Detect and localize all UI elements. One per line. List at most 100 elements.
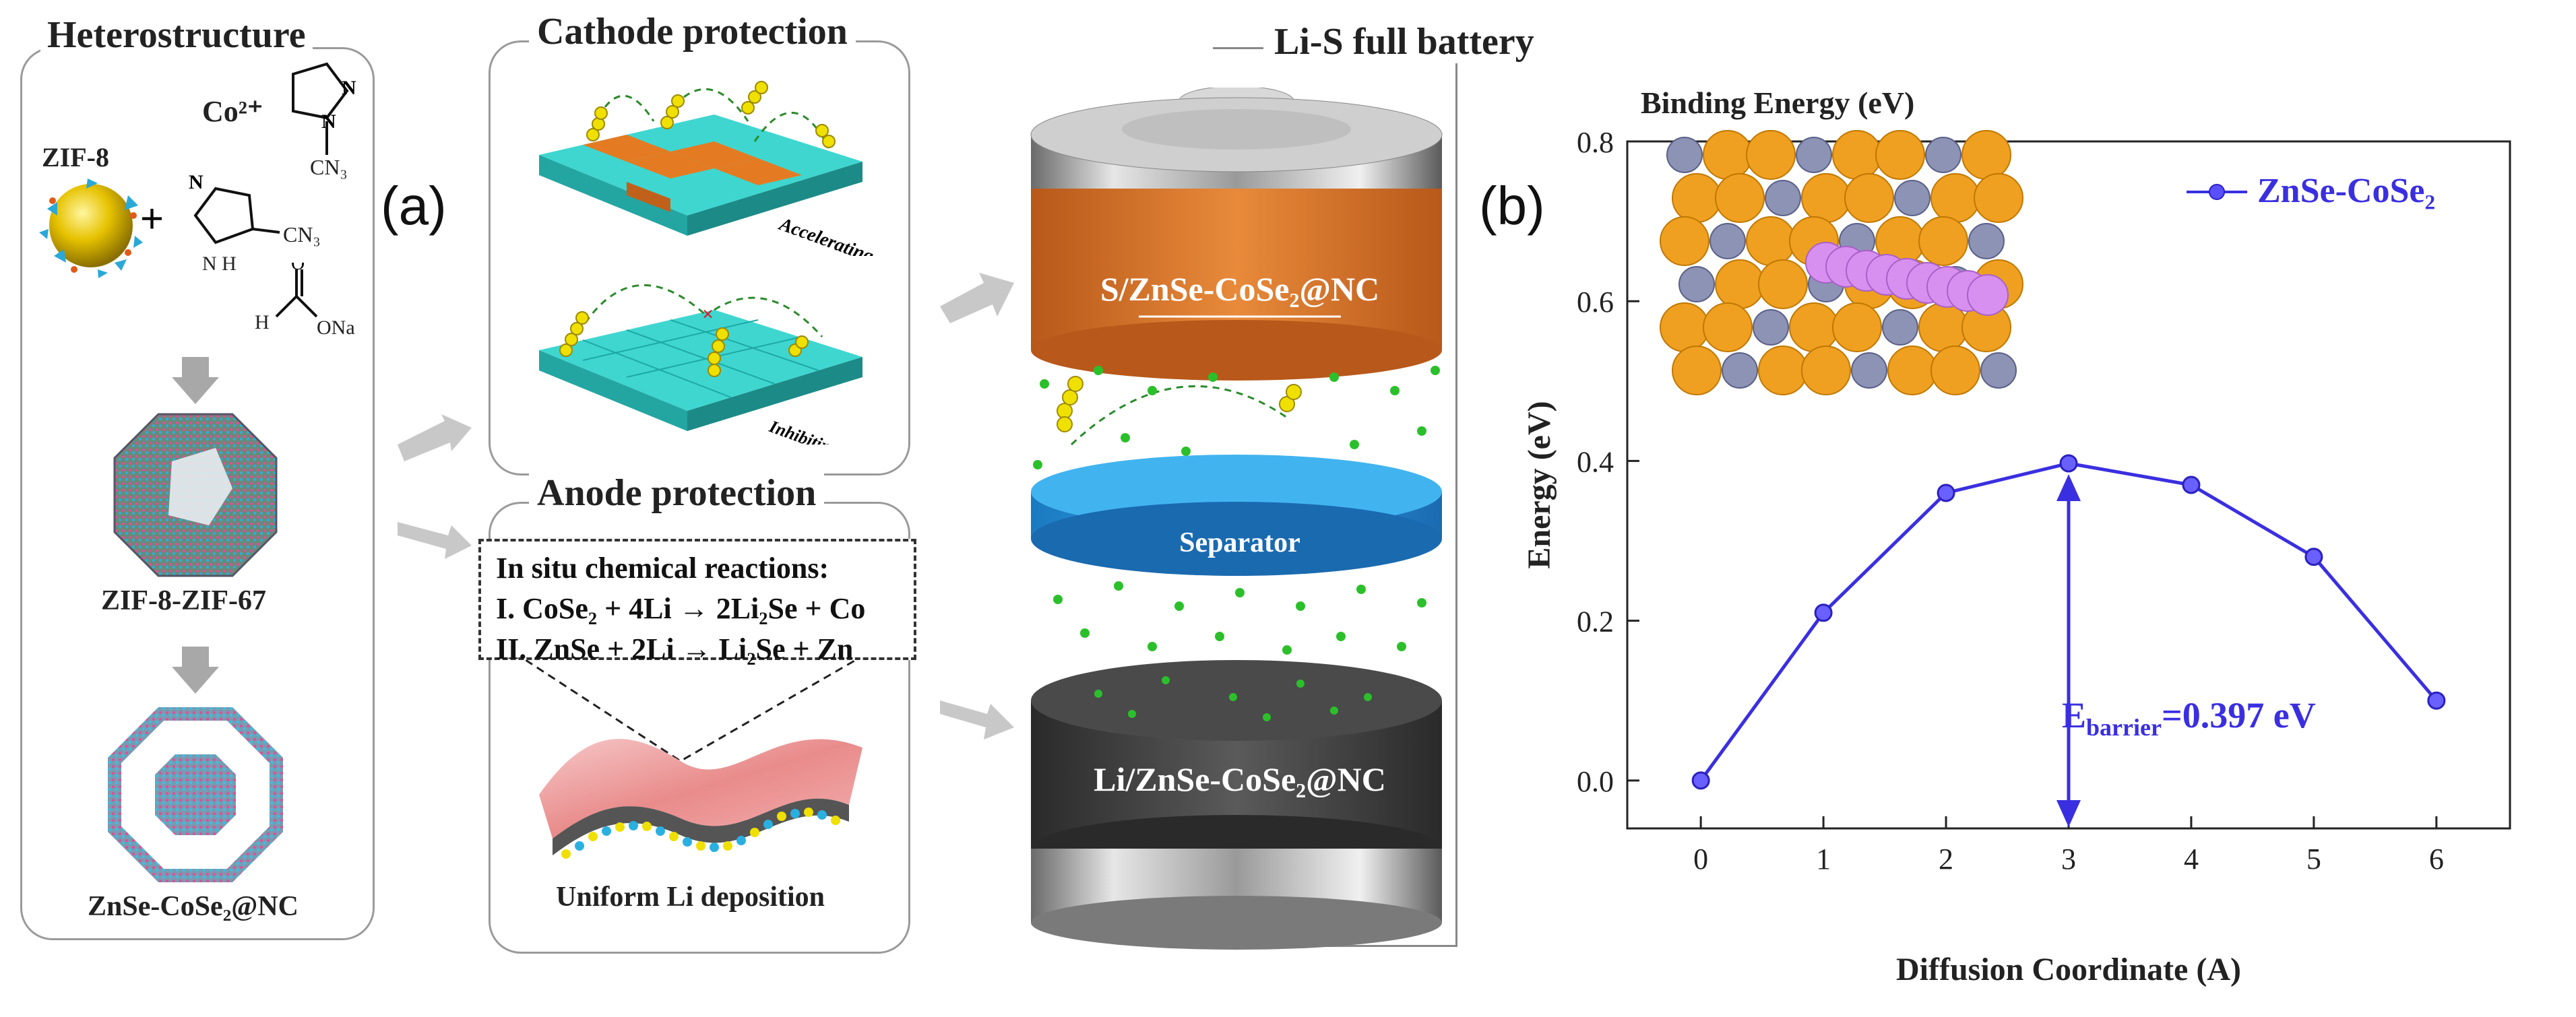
atom [1930, 346, 1980, 395]
atom [1875, 130, 1925, 180]
atom [1968, 223, 2005, 259]
atom [1678, 266, 1715, 302]
barrier-arrowhead-up [2056, 473, 2081, 501]
x-tick-label: 2 [1939, 843, 1953, 876]
x-axis-label: Diffusion Coordinate (A) [1896, 952, 2241, 987]
atom [1925, 137, 1961, 173]
inhibiting-catalyst-illustration: × Inhibiting [539, 284, 862, 445]
atom [1789, 302, 1839, 352]
atom [1660, 302, 1709, 352]
atom [1758, 346, 1808, 395]
svg-text:N: N [321, 110, 336, 133]
deposition-label: Uniform Li deposition [556, 882, 825, 913]
atom [1980, 352, 2017, 389]
arrow-right-icon [398, 414, 472, 461]
zif8-sphere-icon [39, 178, 143, 278]
arrow-right-icon [940, 700, 1014, 740]
atom [1844, 173, 1894, 223]
molecular-structure-inset [1660, 130, 2023, 395]
zif8-zif67-polyhedron-icon [113, 413, 278, 577]
atom [1746, 216, 1796, 266]
barrier-value: =0.397 eV [2162, 695, 2316, 735]
reactions-box: In situ chemical reactions: I. CoSe₂ + 4… [478, 539, 916, 665]
atom [1832, 302, 1882, 352]
li-atom [1967, 274, 2009, 316]
energy-barrier-chart: Binding Energy (eV) Energy (eV) Diffusio… [1521, 86, 2511, 987]
svg-text:N: N [189, 171, 203, 193]
data-point [2304, 548, 2323, 566]
x-tick-label: 4 [2184, 843, 2199, 876]
imidazole-top-icon: N N [292, 62, 356, 155]
reactions-title: In situ chemical reactions: [496, 552, 829, 585]
atom [1801, 346, 1851, 395]
reaction-2: II. ZnSe + 2Li → Li₂Se + Zn [496, 632, 854, 665]
chart-title: Binding Energy (eV) [1641, 86, 1914, 120]
atom [1851, 352, 1887, 389]
product1-label: ZIF-8-ZIF-67 [101, 585, 266, 616]
x-tick-label: 0 [1693, 843, 1708, 876]
y-tick-label: 0.2 [1577, 605, 1614, 638]
data-point [1691, 771, 1710, 790]
separator-label: Separator [1179, 527, 1300, 558]
battery-illustration [1030, 88, 1443, 950]
y-tick-label: 0.0 [1577, 765, 1614, 798]
imidazole-mid-icon: N [189, 171, 280, 244]
atom [1765, 180, 1801, 216]
atom [1722, 352, 1758, 389]
barrier-annotation: Ebarrier=0.397 eV [2062, 695, 2316, 741]
yolk-shell-icon [108, 707, 283, 882]
h-label: H [255, 311, 270, 333]
co2-label: Co²⁺ [202, 95, 263, 128]
svg-text:O: O [291, 263, 305, 274]
cn3-top-label: CN₃ [310, 155, 348, 179]
atom [1974, 173, 2023, 223]
atom [1918, 216, 1968, 266]
heterostructure-title: Heterostructure [40, 13, 313, 57]
anode-title: Anode protection [529, 471, 825, 515]
data-point [1814, 603, 1833, 622]
svg-text:N: N [342, 77, 356, 99]
inhibiting-label: Inhibiting [766, 416, 842, 445]
data-point [2182, 475, 2201, 494]
arrow-down-icon [172, 647, 219, 694]
plus-sign: + [140, 196, 164, 241]
atom [1758, 259, 1808, 309]
cn3-mid-label: CN₃ [283, 222, 321, 247]
atom [1672, 346, 1722, 395]
zif8-label: ZIF-8 [42, 142, 109, 172]
data-point [1937, 484, 1955, 502]
battery-title: Li-S full battery [1263, 20, 1545, 63]
x-tick-label: 5 [2306, 843, 2321, 876]
y-tick-label: 0.4 [1577, 445, 1614, 478]
cathode-disk-label: S/ZnSe-CoSe₂@NC [1100, 270, 1380, 308]
accelerating-catalyst-illustration: Accelerating [539, 81, 877, 256]
atom [1961, 130, 2011, 180]
panel-a-label: (a) [381, 176, 447, 236]
product2-label: ZnSe-CoSe₂@NC [88, 891, 299, 922]
atom [1715, 259, 1765, 309]
atom [1753, 309, 1789, 346]
x-tick-label: 3 [2061, 843, 2076, 876]
barrier-arrow [2056, 473, 2081, 827]
legend-series-label: ZnSe-CoSe₂ [2257, 172, 2435, 210]
reaction-1: I. CoSe₂ + 4Li → 2Li₂Se + Co [496, 592, 866, 625]
arrow-right-icon [398, 522, 472, 559]
atom [1882, 309, 1918, 346]
atom [1801, 173, 1851, 223]
barrier-arrowhead-down [2056, 800, 2081, 827]
atom [1746, 130, 1796, 180]
accelerating-label: Accelerating [776, 214, 877, 256]
y-tick-label: 0.8 [1577, 126, 1614, 159]
svg-text:×: × [702, 303, 714, 325]
atom [1672, 173, 1722, 223]
data-point [2059, 454, 2078, 473]
anode-disk-label: Li/ZnSe-CoSe₂@NC [1094, 760, 1386, 798]
barrier-e: E [2062, 695, 2086, 735]
nh-label: N H [202, 253, 237, 275]
atom [1894, 180, 1930, 216]
data-point [2427, 691, 2446, 710]
legend: ZnSe-CoSe₂ [2187, 172, 2435, 210]
atom [1796, 137, 1832, 173]
li-deposition-illustration [526, 660, 862, 859]
formate-icon: O [275, 263, 318, 318]
